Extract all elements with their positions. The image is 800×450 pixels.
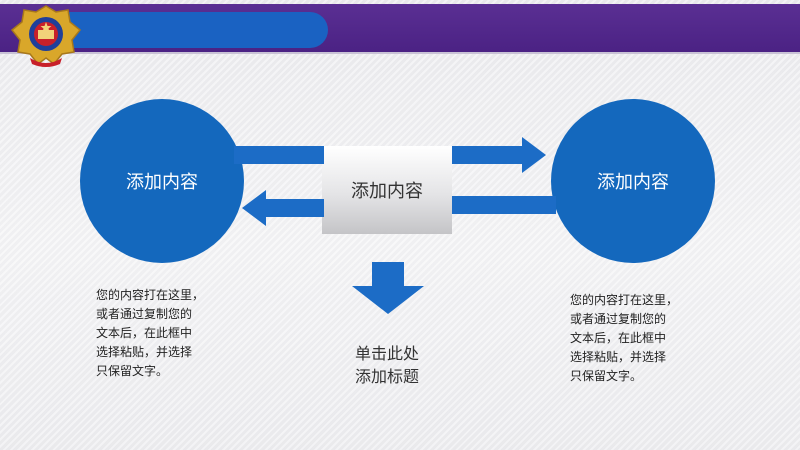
police-emblem-icon xyxy=(10,5,82,67)
left-arrow-icon xyxy=(242,190,324,226)
left-description-line: 文本后，在此框中 xyxy=(96,326,193,340)
center-box[interactable]: 添加内容 xyxy=(322,146,452,234)
center-box-label: 添加内容 xyxy=(351,181,423,202)
right-connector-bar xyxy=(452,196,556,214)
left-description-line: 或者通过复制您的 xyxy=(96,307,193,321)
right-description-line: 您的内容打在这里， xyxy=(570,293,679,307)
right-description-line: 只保留文字。 xyxy=(570,369,643,383)
right-arrow-icon xyxy=(452,137,546,173)
right-description[interactable]: 您的内容打在这里， 或者通过复制您的 文本后，在此框中 选择粘贴，并选择 只保留… xyxy=(570,291,700,386)
click-title-line: 添加标题 xyxy=(354,367,419,386)
down-arrow-icon xyxy=(352,262,424,314)
left-description-line: 您的内容打在这里， xyxy=(96,288,205,302)
left-description-line: 选择粘贴，并选择 xyxy=(96,345,193,359)
header-divider xyxy=(0,52,800,54)
right-circle-label: 添加内容 xyxy=(597,172,669,193)
left-description[interactable]: 您的内容打在这里， 或者通过复制您的 文本后，在此框中 选择粘贴，并选择 只保留… xyxy=(96,286,226,381)
right-description-line: 或者通过复制您的 xyxy=(570,312,667,326)
right-circle[interactable]: 添加内容 xyxy=(551,99,715,263)
title-placeholder-bar[interactable] xyxy=(62,12,328,48)
right-description-line: 选择粘贴，并选择 xyxy=(570,350,667,364)
right-description-line: 文本后，在此框中 xyxy=(570,331,667,345)
left-description-line: 只保留文字。 xyxy=(96,364,169,378)
click-title-line: 单击此处 xyxy=(354,344,419,363)
left-circle[interactable]: 添加内容 xyxy=(80,99,244,263)
click-to-add-title[interactable]: 单击此处 添加标题 xyxy=(340,342,434,388)
left-circle-label: 添加内容 xyxy=(126,172,198,193)
left-connector-bar xyxy=(234,146,324,164)
